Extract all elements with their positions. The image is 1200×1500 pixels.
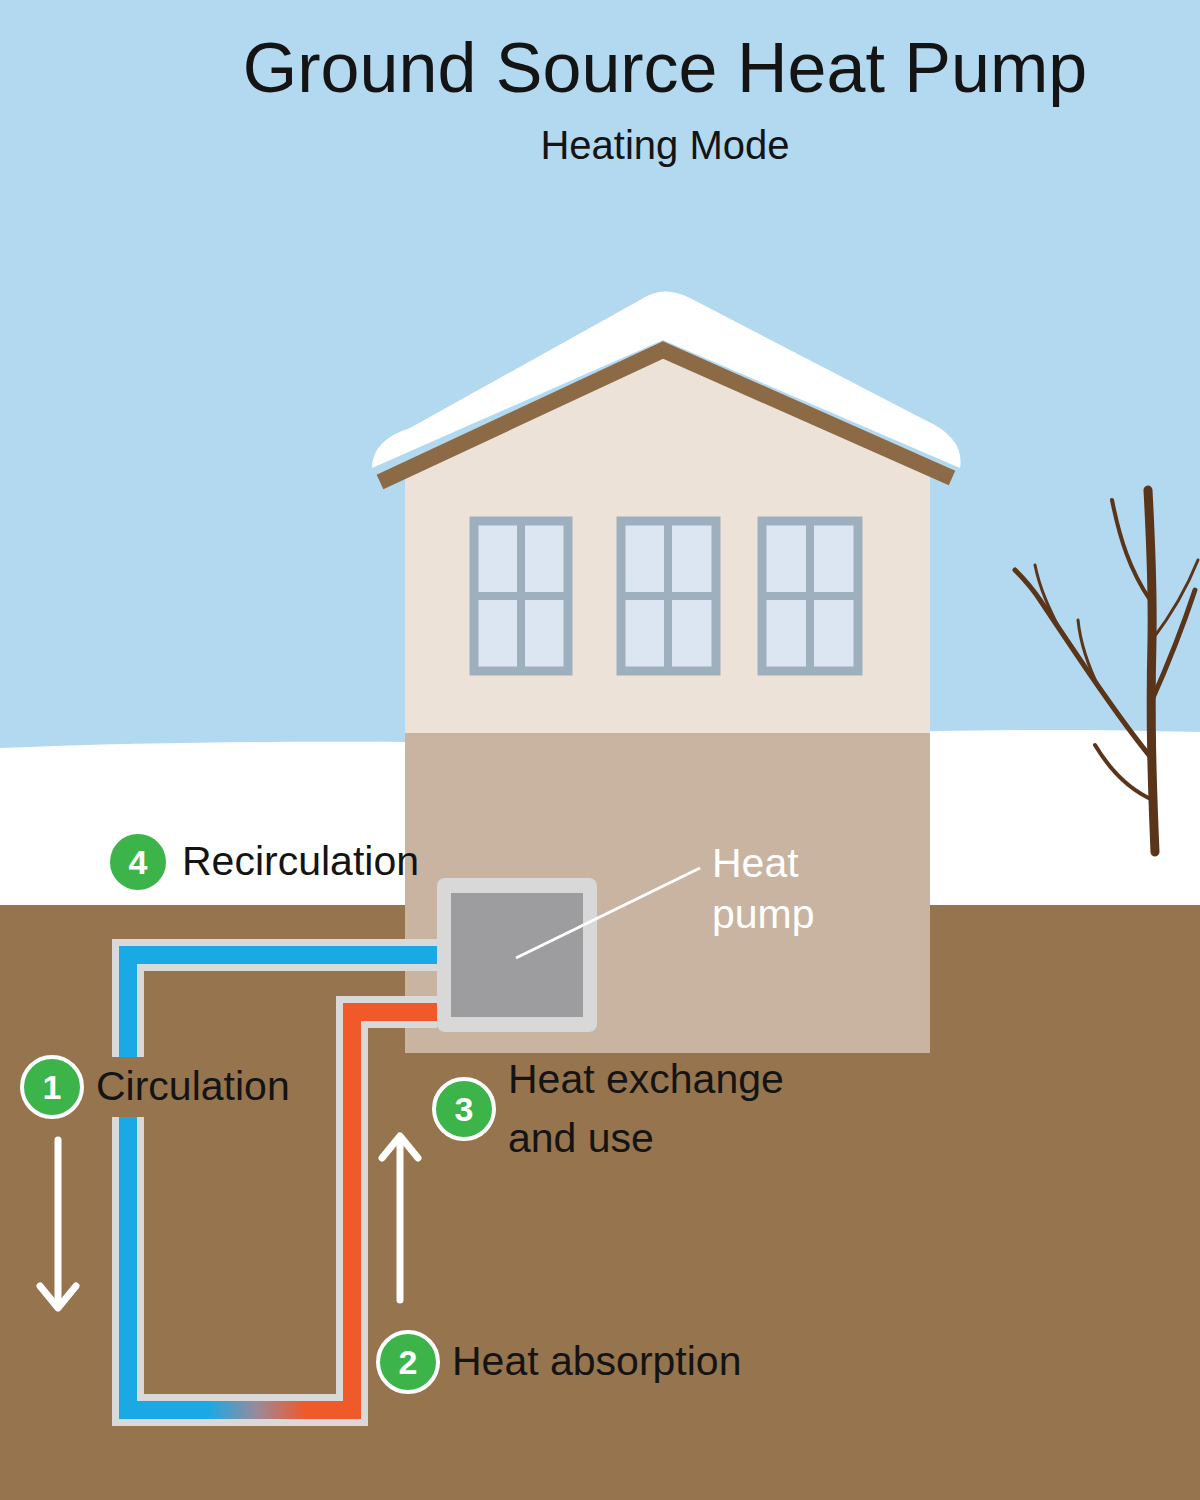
- heat-pump-housing: [437, 878, 597, 1032]
- callout-step: 3Heat exchange and use: [432, 1050, 857, 1169]
- subtitle: Heating Mode: [160, 120, 1170, 170]
- step-label: Heat exchange and use: [504, 1050, 857, 1169]
- step-label: Heat absorption: [448, 1332, 745, 1391]
- flow-arrows: [40, 1136, 418, 1308]
- part-label: Heat pump: [712, 838, 862, 941]
- callout-number: 2: [376, 1330, 440, 1394]
- diagram-title: Ground Source Heat Pump: [160, 28, 1170, 109]
- house-basement-wall: [405, 733, 930, 1053]
- callout-number: 3: [432, 1077, 496, 1141]
- callout-step: 4Recirculation: [106, 830, 423, 894]
- bare-tree: [1015, 490, 1198, 852]
- step-label: Circulation: [92, 1057, 294, 1116]
- heat-pump-unit: [451, 893, 583, 1017]
- pipe-bend: [148, 1401, 347, 1419]
- callout-number: 1: [20, 1055, 84, 1119]
- roof: [380, 350, 952, 482]
- windows: [474, 521, 858, 671]
- callout-number: 4: [106, 830, 170, 894]
- leader-line: [516, 868, 700, 958]
- callout-step: 1Circulation: [20, 1055, 294, 1119]
- callout-step: 2Heat absorption: [376, 1330, 745, 1394]
- step-label: Recirculation: [178, 832, 423, 891]
